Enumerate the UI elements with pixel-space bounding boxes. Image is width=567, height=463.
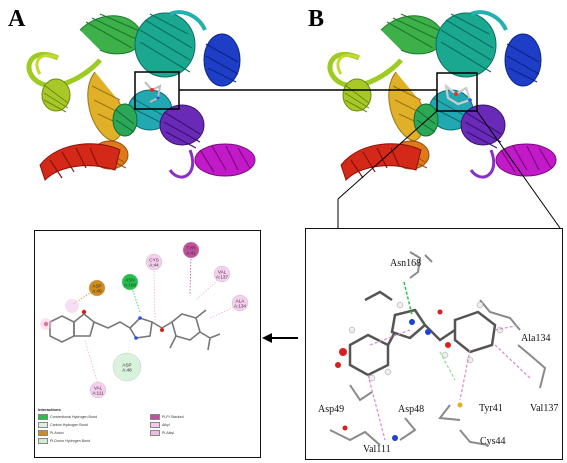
legend-label: Conventional Hydrogen Bond xyxy=(50,415,97,419)
residue-node-name: ASP xyxy=(122,363,131,368)
binding-site-box-b xyxy=(436,72,478,112)
panel-c-box xyxy=(305,228,563,460)
residue-asn168: Asn168 xyxy=(390,258,422,269)
residue-cys44: Cys44 xyxy=(480,436,506,447)
residue-node-id: A:111 xyxy=(92,391,104,396)
residue-node-id: A:168 xyxy=(124,283,136,288)
residue-node-name: TYR xyxy=(186,246,196,251)
residue-node-name: ASP xyxy=(92,284,101,289)
legend-label: Alkyl xyxy=(162,423,170,427)
residue-tyr41: Tyr41 xyxy=(479,403,503,414)
residue-val137: Val137 xyxy=(530,403,559,414)
legend-item: Pi-Anion xyxy=(38,430,64,436)
residue-node-name: VAL xyxy=(94,386,103,391)
legend-label: Pi-Donor Hydrogen Bond xyxy=(50,439,91,443)
legend-swatch xyxy=(150,422,160,428)
residue-node-id: A:49 xyxy=(92,289,102,294)
projection-line-left xyxy=(337,110,438,200)
residue-node-id: A:48 xyxy=(122,368,132,373)
panel-label-a: A xyxy=(8,6,26,32)
legend-item: Carbon Hydrogen Bond xyxy=(38,422,88,428)
residue-ala134: Ala134 xyxy=(521,333,551,344)
legend-title: Interactions xyxy=(38,407,61,412)
projection-line-right xyxy=(476,110,561,229)
legend-swatch xyxy=(38,438,48,444)
legend-swatch xyxy=(150,414,160,420)
legend-item: Alkyl xyxy=(150,422,170,428)
legend-item: Pi-Donor Hydrogen Bond xyxy=(38,438,90,444)
residue-node-id: A:134 xyxy=(234,304,246,309)
legend-label: Pi-Alkyl xyxy=(162,431,174,435)
legend-swatch xyxy=(38,422,48,428)
arrow-head xyxy=(262,333,272,343)
residue-node-id: A:41 xyxy=(186,251,196,256)
residue-node-id: A:137 xyxy=(216,275,228,280)
ligand-b xyxy=(444,83,472,106)
legend-item: Pi-Pi Stacked xyxy=(150,414,184,420)
residue-node-id: A:44 xyxy=(149,263,159,268)
legend-label: Pi-Anion xyxy=(50,431,64,435)
residue-node-name: CYS xyxy=(149,258,158,263)
legend-item: Conventional Hydrogen Bond xyxy=(38,414,97,420)
residue-asp49: Asp49 xyxy=(318,404,345,415)
legend-swatch xyxy=(150,430,160,436)
residue-node-name: ASN xyxy=(125,278,134,283)
panel-label-b: B xyxy=(308,6,325,32)
residue-node-name: VAL xyxy=(218,270,227,275)
legend-label: Carbon Hydrogen Bond xyxy=(50,423,88,427)
ligand-a xyxy=(144,81,162,103)
legend-item: Pi-Alkyl xyxy=(150,430,174,436)
residue-node-name: ALA xyxy=(236,299,246,304)
residue-asp48: Asp48 xyxy=(398,404,425,415)
legend-swatch xyxy=(38,430,48,436)
legend-label: Pi-Pi Stacked xyxy=(162,415,184,419)
residue-val111: Val111 xyxy=(363,444,391,455)
legend-swatch xyxy=(38,414,48,420)
